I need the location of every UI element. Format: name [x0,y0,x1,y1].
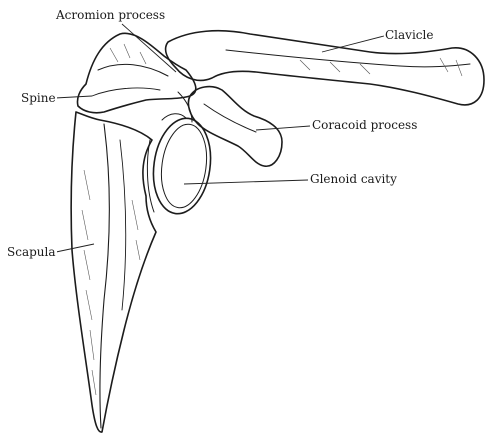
label-clavicle: Clavicle [384,28,434,42]
coracoid-bone [178,87,282,167]
label-glenoid-cavity: Glenoid cavity [309,172,398,186]
label-acromion-process: Acromion process [55,8,166,22]
leader-coracoid [256,126,310,130]
label-scapula: Scapula [6,245,57,259]
label-spine: Spine [20,91,57,105]
clavicle-bone [166,31,484,105]
scapula-bone [71,112,156,432]
label-coracoid-process: Coracoid process [311,118,418,132]
leader-spine [55,96,92,98]
leader-scapula [56,244,94,252]
spine-and-acromion [77,33,195,112]
